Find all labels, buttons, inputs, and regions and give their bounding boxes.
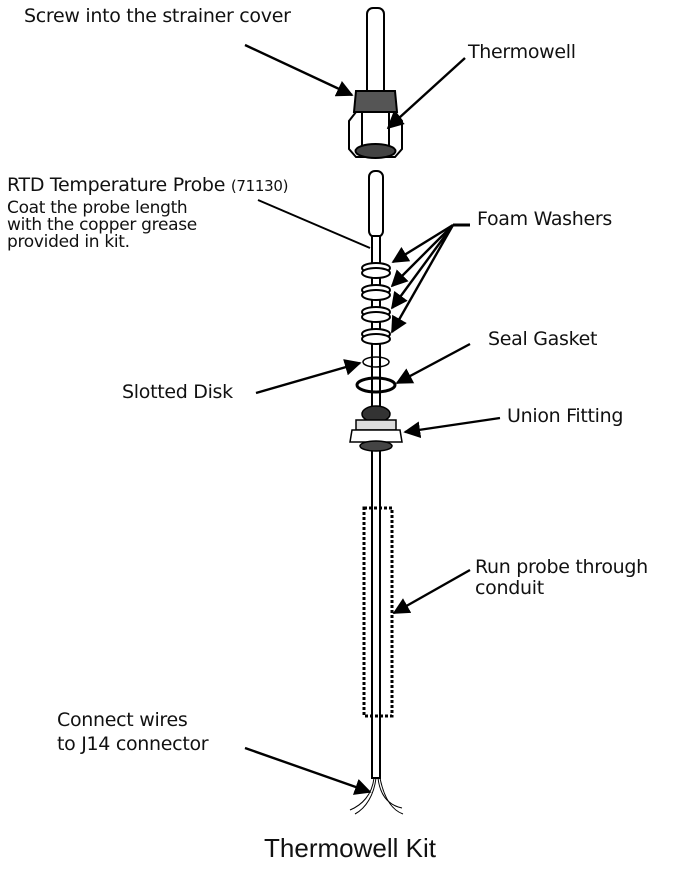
conduit-line-1: Run probe through (475, 556, 648, 578)
slotted-disk (362, 356, 390, 368)
label-rtd-probe: RTD Temperature Probe (71130) (7, 175, 288, 197)
foam-arrow-1 (391, 223, 454, 264)
label-run-probe-through-conduit: Run probe through conduit (475, 557, 648, 599)
union-fitting-arrow (403, 416, 501, 439)
conduit-arrow (392, 568, 471, 615)
conduit-outline (362, 506, 394, 718)
rtd-leader (257, 199, 371, 249)
rtd-note-line-3: provided in kit. (7, 232, 130, 252)
label-union-fitting: Union Fitting (507, 405, 624, 427)
wires-arrow (244, 746, 372, 795)
diagram-title: Thermowell Kit (264, 833, 436, 863)
label-rtd-note: Coat the probe length with the copper gr… (7, 200, 197, 251)
label-thermowell: Thermowell (468, 41, 576, 63)
rtd-note-line-2: with the copper grease (7, 215, 197, 235)
foam-arrow-3 (391, 224, 454, 310)
label-seal-gasket: Seal Gasket (488, 328, 598, 350)
rtd-note-line-1: Coat the probe length (7, 198, 188, 218)
conduit-line-2: conduit (475, 577, 544, 599)
foam-arrow-2 (390, 224, 454, 288)
foam-arrow-4 (390, 224, 455, 334)
wires-line-2: to J14 connector (57, 733, 209, 755)
label-connect-wires: Connect wires to J14 connector (57, 708, 209, 756)
thermowell-part (348, 7, 403, 159)
label-slotted-disk: Slotted Disk (122, 381, 233, 403)
label-foam-washers: Foam Washers (477, 208, 613, 230)
wires-line-1: Connect wires (57, 709, 188, 731)
label-screw-into-strainer: Screw into the strainer cover (24, 5, 291, 27)
foam-washers (361, 262, 391, 345)
screw-arrow (244, 43, 354, 97)
union-fitting (349, 405, 403, 452)
seal-gasket-arrow (395, 342, 471, 385)
rtd-probe-title: RTD Temperature Probe (7, 174, 226, 196)
slotted-disk-arrow (255, 359, 362, 395)
wires (349, 777, 404, 815)
thermowell-arrow (386, 57, 466, 130)
seal-gasket (355, 376, 397, 394)
rtd-part-number: (71130) (230, 177, 289, 195)
